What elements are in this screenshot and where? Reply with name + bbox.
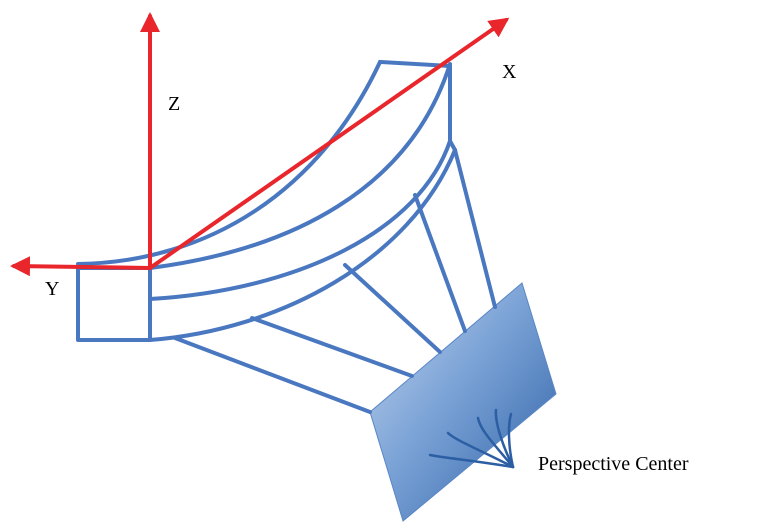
pc-ray-5	[428, 453, 515, 469]
x-axis	[148, 17, 510, 270]
projection-ray-5	[453, 148, 497, 309]
curved-surface	[76, 60, 457, 342]
x-axis-label: X	[502, 61, 517, 83]
surface-mid-curve	[148, 62, 452, 270]
surface-lower-curve	[148, 139, 452, 301]
y-axis-label: Y	[45, 278, 59, 300]
surface-bottom-curve	[148, 148, 457, 342]
pc-ray-2	[476, 416, 515, 469]
surface-far-edge	[378, 60, 457, 152]
projection-ray-3	[343, 263, 442, 354]
perspective-center-label: Perspective Center	[538, 453, 689, 475]
pc-ray-1	[446, 431, 515, 469]
perspective-center-rays	[428, 408, 515, 469]
surface-top-curve	[76, 60, 382, 266]
image-plane	[369, 282, 557, 522]
projection-ray-1	[173, 336, 372, 414]
z-axis-label: Z	[168, 93, 180, 115]
y-axis	[10, 256, 152, 277]
projection-ray-4	[413, 193, 467, 333]
coordinate-axes	[10, 12, 510, 277]
projection-ray-2	[250, 316, 414, 378]
surface-near-square	[76, 266, 152, 342]
pc-ray-4	[507, 412, 515, 469]
pc-ray-3	[494, 408, 515, 469]
projection-rays	[173, 148, 497, 414]
